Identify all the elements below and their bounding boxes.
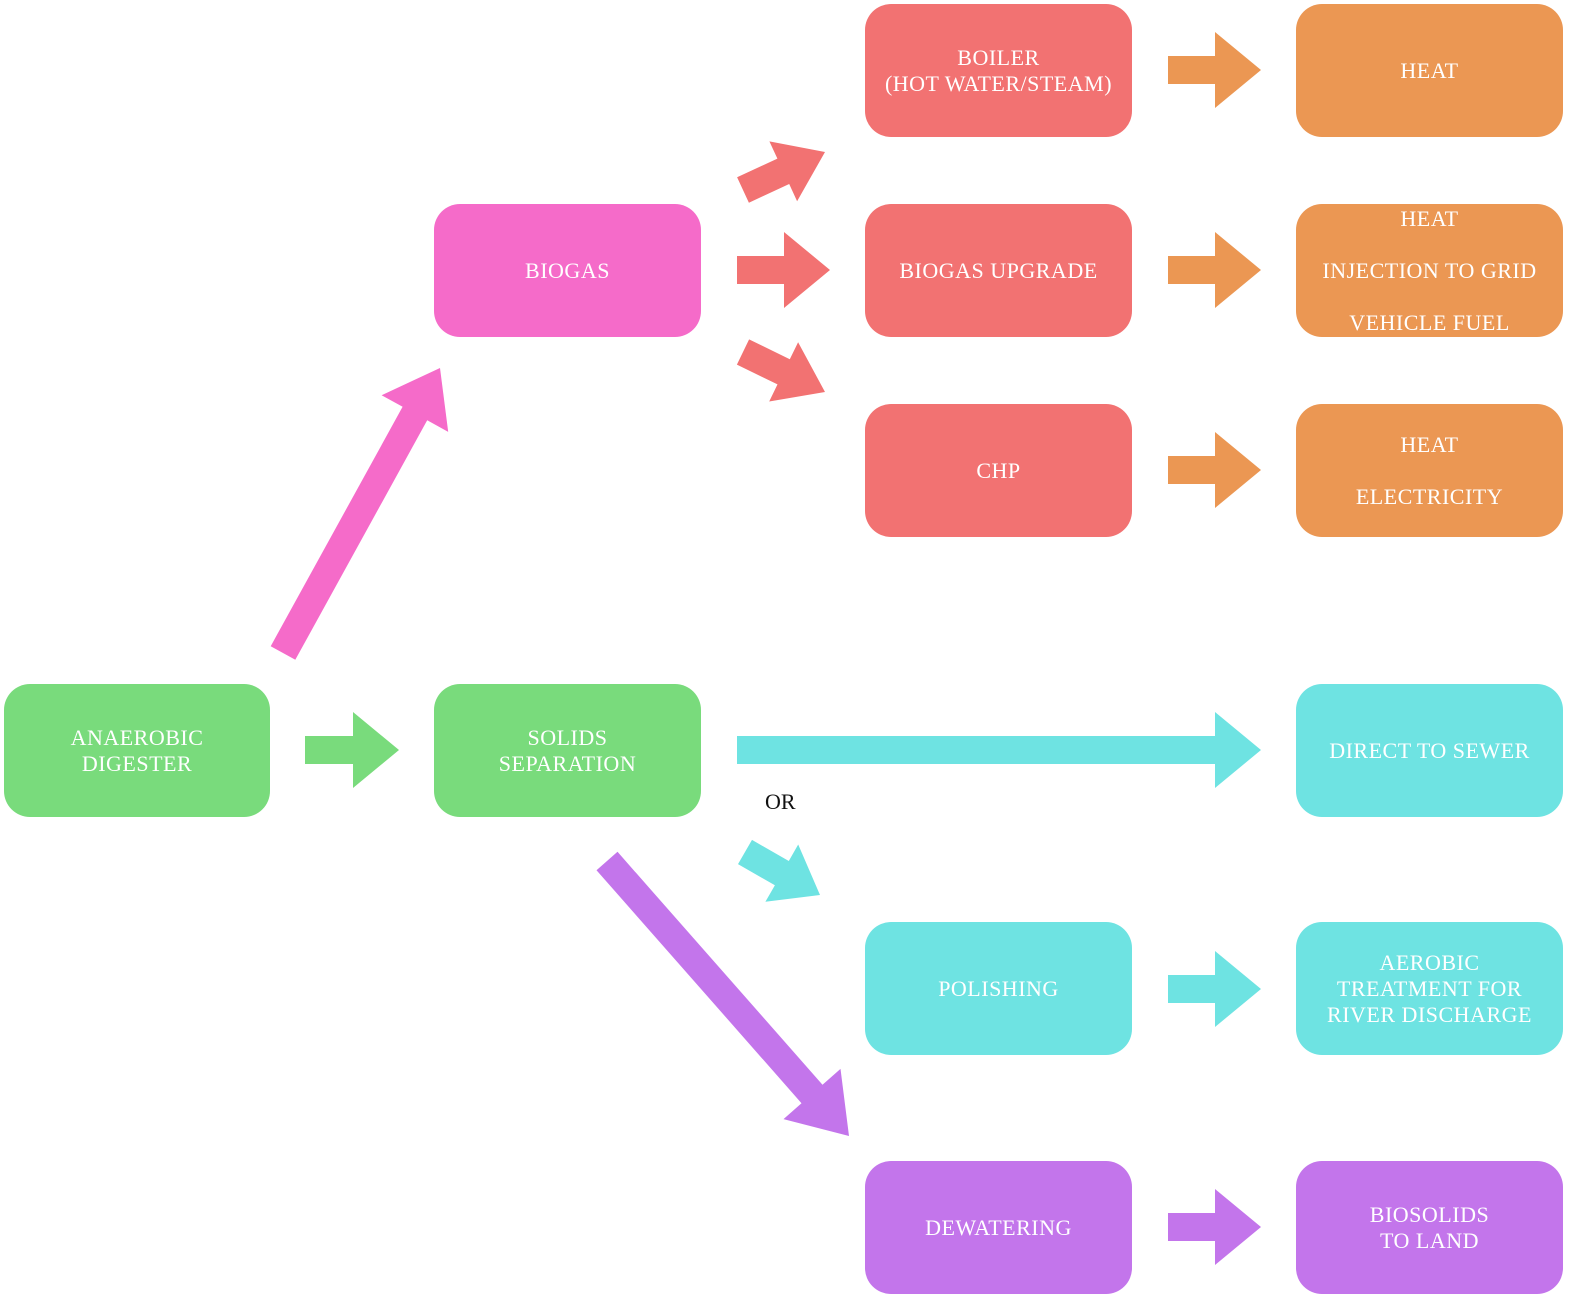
node-label-line: BIOGAS UPGRADE: [899, 257, 1098, 283]
node-label-line: HEAT: [1400, 431, 1459, 457]
node-biosolids: BIOSOLIDS TO LAND: [1296, 1161, 1563, 1294]
node-label-line: BIOGAS: [525, 257, 610, 283]
arrow-biogas-to-chp: [736, 339, 825, 402]
arrow-anaerobic-digester-to-solids-separation: [305, 712, 399, 788]
node-label-line: TREATMENT FOR: [1336, 975, 1523, 1001]
arrow-boiler-to-heat-1: [1168, 32, 1261, 108]
node-label-line: DEWATERING: [925, 1214, 1072, 1240]
node-label-line: DIGESTER: [81, 750, 193, 776]
node-label-line: BIOSOLIDS: [1369, 1201, 1490, 1227]
arrow-chp-to-chp-outputs: [1168, 432, 1261, 508]
arrow-solids-separation-to-dewatering: [596, 851, 849, 1136]
node-label-line: (HOT WATER/STEAM): [884, 70, 1113, 96]
node-label-line: INJECTION TO GRID: [1322, 257, 1537, 283]
node-polishing: POLISHING: [865, 922, 1132, 1055]
node-label-line: DIRECT TO SEWER: [1329, 737, 1530, 763]
node-dewatering: DEWATERING: [865, 1161, 1132, 1294]
node-label-line: ELECTRICITY: [1355, 483, 1504, 509]
arrow-biogas-to-biogas-upgrade: [737, 232, 830, 308]
node-label-line: ANAEROBIC: [70, 724, 204, 750]
node-boiler: BOILER (HOT WATER/STEAM): [865, 4, 1132, 137]
node-solids-separation: SOLIDS SEPARATION: [434, 684, 701, 817]
arrow-solids-separation-to-direct-to-sewer: [737, 712, 1261, 788]
node-heat: HEAT: [1296, 4, 1563, 137]
node-direct-to-sewer: DIRECT TO SEWER: [1296, 684, 1563, 817]
node-anaerobic-digester: ANAEROBIC DIGESTER: [4, 684, 270, 817]
arrow-polishing-to-aerobic-treatment: [1168, 951, 1261, 1027]
node-chp: CHP: [865, 404, 1132, 537]
node-biogas: BIOGAS: [434, 204, 701, 337]
node-label-line: SOLIDS: [527, 724, 608, 750]
node-label-line: POLISHING: [938, 975, 1059, 1001]
arrow-dewatering-to-biosolids: [1168, 1189, 1261, 1265]
arrow-solids-separation-to-polishing: [738, 839, 820, 902]
node-label-line: VEHICLE FUEL: [1349, 309, 1510, 335]
node-aerobic-treatment: AEROBIC TREATMENT FOR RIVER DISCHARGE: [1296, 922, 1563, 1055]
node-biogas-upgrade: BIOGAS UPGRADE: [865, 204, 1132, 337]
node-label-line: RIVER DISCHARGE: [1327, 1001, 1532, 1027]
node-label-line: SEPARATION: [498, 750, 637, 776]
node-chp-outputs: HEAT ELECTRICITY: [1296, 404, 1563, 537]
arrow-biogas-upgrade-to-upgrade-outputs: [1168, 232, 1261, 308]
node-label-line: HEAT: [1400, 57, 1459, 83]
arrow-biogas-to-boiler: [737, 141, 825, 203]
node-label-line: CHP: [976, 457, 1021, 483]
arrow-anaerobic-digester-to-biogas: [270, 368, 449, 660]
node-label-line: HEAT: [1400, 205, 1459, 231]
or-label: OR: [765, 789, 796, 814]
node-label-line: TO LAND: [1379, 1227, 1480, 1253]
node-label-line: BOILER: [957, 44, 1040, 70]
node-label-line: AEROBIC: [1379, 949, 1480, 975]
node-upgrade-outputs: HEAT INJECTION TO GRID VEHICLE FUEL: [1296, 204, 1563, 337]
